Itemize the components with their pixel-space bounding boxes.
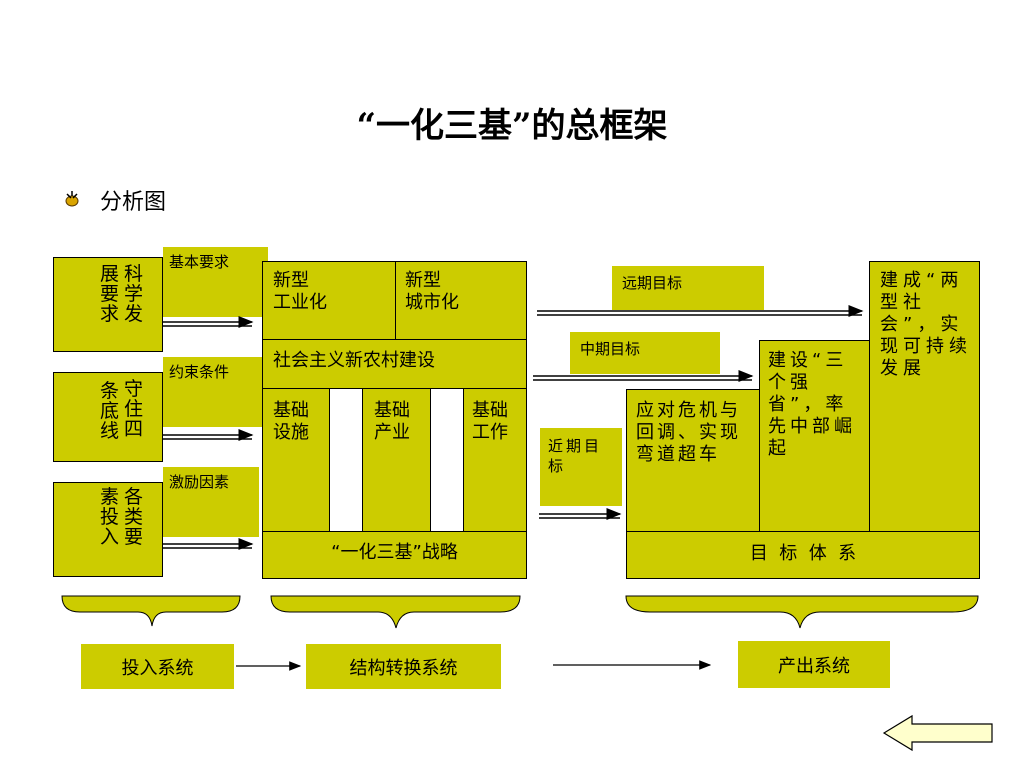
divider-h3 — [262, 531, 527, 532]
subtitle: 分析图 — [100, 190, 167, 215]
tag-incentive: 激励因素 — [163, 467, 259, 537]
mid-goal-text: 建设“三个强省”，率先中部崛起 — [768, 350, 856, 459]
far-goal-box — [869, 261, 980, 532]
arrow-input-1 — [163, 316, 254, 328]
page-title: “一化三基”的总框架 — [356, 106, 668, 146]
divider-top — [395, 261, 396, 339]
middle-frame — [262, 261, 527, 579]
input-box-factors-col2: 各类要 — [124, 486, 144, 548]
near-goal-text: 应对危机与回调、实现弯道超车 — [636, 400, 741, 465]
divider-h2 — [262, 388, 527, 389]
tag-constraint: 约束条件 — [163, 357, 263, 427]
transform-system: 结构转换系统 — [306, 644, 501, 689]
arrow-far — [537, 305, 864, 317]
new-urbanization: 新型 城市化 — [405, 270, 459, 313]
tag-mid-goal: 中期目标 — [570, 332, 720, 374]
basic-work: 基础 工作 — [472, 400, 508, 443]
input-system: 投入系统 — [81, 644, 234, 689]
near-goal-box — [626, 389, 760, 532]
tag-far-goal: 远期目标 — [612, 266, 764, 310]
divider-h1 — [262, 339, 527, 340]
input-box-bottomline: 条底线 守住四 — [53, 372, 163, 462]
goal-system-box — [626, 531, 980, 579]
strategy-label: “一化三基”战略 — [331, 542, 458, 563]
back-button[interactable] — [882, 714, 994, 752]
input-box-science-col2: 科学发 — [124, 263, 144, 325]
tag-basic-requirement: 基本要求 — [163, 247, 268, 317]
input-box-science: 展要求 科学发 — [53, 257, 163, 352]
input-box-factors-col1: 素投入 — [100, 486, 120, 548]
basic-industry: 基础 产业 — [374, 400, 410, 443]
bullet-icon — [65, 191, 79, 207]
input-box-bottomline-col2: 守住四 — [124, 378, 144, 440]
gap-2 — [430, 389, 464, 531]
output-system: 产出系统 — [738, 641, 890, 688]
tag-near-goal: 近期目标 — [540, 428, 622, 506]
rural-construction: 社会主义新农村建设 — [273, 350, 435, 371]
input-box-science-col1: 展要求 — [100, 263, 120, 325]
back-arrow-icon — [882, 714, 993, 752]
far-goal-text: 建成“两型社会”，实现可持续发展 — [880, 270, 972, 379]
arrow-mid — [533, 370, 754, 382]
brace-input — [61, 595, 241, 627]
goal-system-label: 目 标 体 系 — [749, 543, 857, 564]
brace-output — [625, 595, 979, 629]
input-box-bottomline-col1: 条底线 — [100, 380, 120, 442]
arrow-input-2 — [163, 429, 254, 441]
basic-infrastructure: 基础 设施 — [273, 400, 309, 443]
arrow-input-3 — [163, 538, 254, 550]
mid-goal-box — [759, 340, 870, 532]
gap-1 — [329, 389, 363, 531]
new-industrialization: 新型 工业化 — [273, 270, 327, 313]
brace-transform — [270, 595, 521, 629]
input-box-factors: 素投入 各类要 — [53, 482, 163, 577]
arrow-near — [539, 508, 622, 520]
